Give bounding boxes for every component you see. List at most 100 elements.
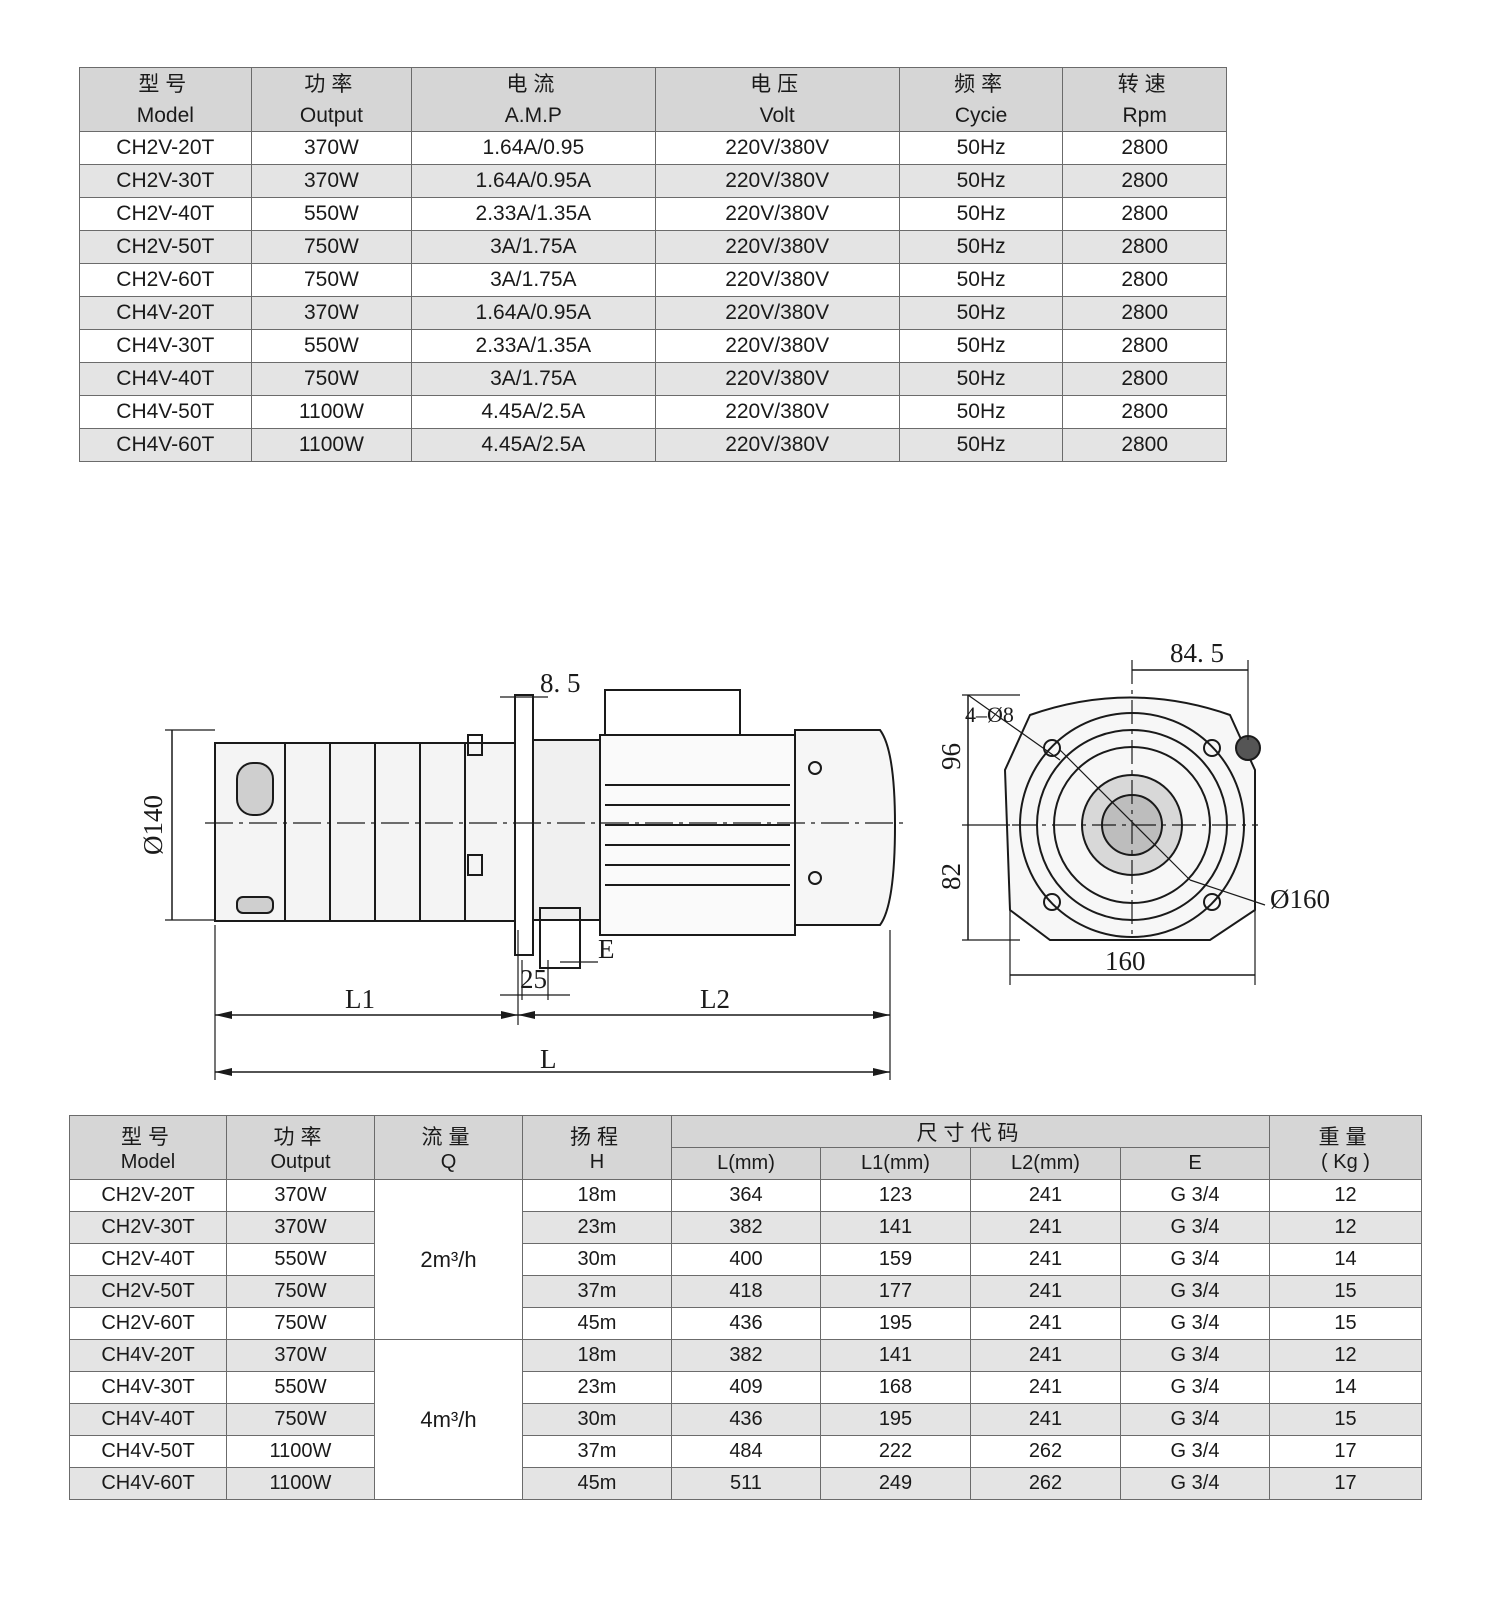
cell-l: 436 (671, 1307, 821, 1340)
header-l: L(mm) (671, 1147, 821, 1180)
cell-model: CH2V-50T (79, 230, 252, 264)
cell-l: 409 (671, 1371, 821, 1404)
dim-160-label: 160 (1105, 946, 1146, 976)
header-size-code: 尺寸代码 (671, 1115, 1270, 1148)
cell-weight: 12 (1269, 1339, 1422, 1372)
cell-head: 45m (522, 1307, 672, 1340)
cell-output: 1100W (226, 1467, 375, 1500)
cell-l2: 241 (970, 1179, 1121, 1212)
pump-dimension-drawing: 8. 5 Ø140 E 25 L1 L2 L 84. 5 4–Ø8 96 82 … (138, 640, 1330, 1080)
cell-l1: 123 (820, 1179, 971, 1212)
cell-rpm: 2800 (1062, 197, 1227, 231)
cell-l: 484 (671, 1435, 821, 1468)
cell-model: CH2V-50T (69, 1275, 227, 1308)
cell-output: 550W (250, 197, 413, 231)
dim-82-label: 82 (936, 863, 966, 890)
cell-output: 1100W (250, 395, 413, 429)
cell-model: CH2V-60T (79, 263, 252, 297)
cell-l1: 168 (820, 1371, 971, 1404)
cell-l2: 241 (970, 1211, 1121, 1244)
pump-front-view (962, 660, 1266, 985)
cell-frequency: 50Hz (898, 428, 1064, 462)
cell-rpm: 2800 (1062, 230, 1227, 264)
cell-l: 418 (671, 1275, 821, 1308)
cell-current: 4.45A/2.5A (411, 395, 656, 429)
cell-head: 30m (522, 1243, 672, 1276)
cell-frequency: 50Hz (898, 263, 1064, 297)
cell-head: 37m (522, 1275, 672, 1308)
cell-l2: 241 (970, 1339, 1121, 1372)
cell-output: 550W (226, 1243, 375, 1276)
cell-l: 382 (671, 1339, 821, 1372)
cell-output: 370W (226, 1339, 375, 1372)
cell-frequency: 50Hz (898, 164, 1064, 198)
cell-rpm: 2800 (1062, 395, 1227, 429)
cell-voltage: 220V/380V (654, 197, 900, 231)
cell-current: 1.64A/0.95 (411, 131, 656, 165)
cell-model: CH4V-50T (79, 395, 252, 429)
cell-frequency: 50Hz (898, 329, 1064, 363)
cell-output: 550W (250, 329, 413, 363)
cell-l2: 241 (970, 1371, 1121, 1404)
cell-head: 30m (522, 1403, 672, 1436)
cell-output: 370W (250, 131, 413, 165)
cell-head: 18m (522, 1339, 672, 1372)
cell-model: CH4V-50T (69, 1435, 227, 1468)
header-weight: 重量( Kg ) (1269, 1115, 1422, 1180)
cell-output: 1100W (250, 428, 413, 462)
dim-8-5-label: 8. 5 (540, 668, 581, 698)
cell-voltage: 220V/380V (654, 263, 900, 297)
dim-l-label: L (540, 1044, 557, 1074)
cell-l2: 241 (970, 1243, 1121, 1276)
cell-current: 4.45A/2.5A (411, 428, 656, 462)
cell-frequency: 50Hz (898, 362, 1064, 396)
cell-l1: 159 (820, 1243, 971, 1276)
cell-model: CH2V-30T (79, 164, 252, 198)
cell-voltage: 220V/380V (654, 230, 900, 264)
cell-model: CH2V-30T (69, 1211, 227, 1244)
cell-e: G 3/4 (1120, 1467, 1270, 1500)
cell-rpm: 2800 (1062, 296, 1227, 330)
cell-weight: 17 (1269, 1435, 1422, 1468)
cell-output: 750W (226, 1307, 375, 1340)
cell-e: G 3/4 (1120, 1275, 1270, 1308)
cell-voltage: 220V/380V (654, 296, 900, 330)
cell-current: 3A/1.75A (411, 263, 656, 297)
cell-flow-group: 2m³/h (374, 1179, 523, 1340)
cell-rpm: 2800 (1062, 164, 1227, 198)
cell-current: 3A/1.75A (411, 362, 656, 396)
cell-l1: 195 (820, 1403, 971, 1436)
cell-head: 23m (522, 1211, 672, 1244)
cell-head: 45m (522, 1467, 672, 1500)
cell-weight: 15 (1269, 1403, 1422, 1436)
cell-l2: 262 (970, 1435, 1121, 1468)
cell-rpm: 2800 (1062, 362, 1227, 396)
cell-voltage: 220V/380V (654, 428, 900, 462)
cell-l1: 249 (820, 1467, 971, 1500)
cell-model: CH4V-40T (79, 362, 252, 396)
cell-voltage: 220V/380V (654, 329, 900, 363)
cell-output: 370W (250, 164, 413, 198)
header-l1: L1(mm) (820, 1147, 971, 1180)
cell-output: 750W (226, 1275, 375, 1308)
cell-voltage: 220V/380V (654, 395, 900, 429)
cell-model: CH2V-60T (69, 1307, 227, 1340)
cell-flow-group: 4m³/h (374, 1339, 523, 1500)
cell-current: 1.64A/0.95A (411, 296, 656, 330)
cell-head: 37m (522, 1435, 672, 1468)
